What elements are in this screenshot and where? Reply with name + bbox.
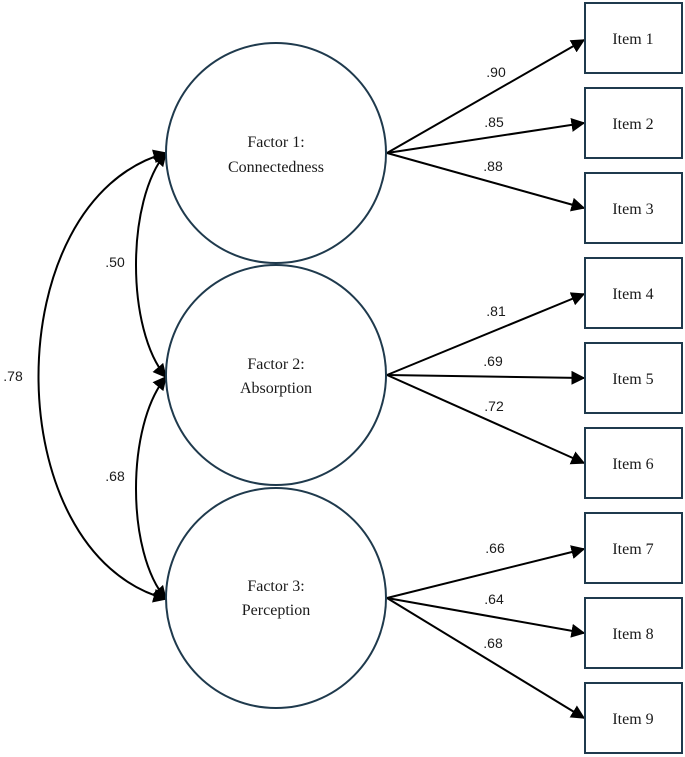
item-3-box [584,172,683,244]
factor-2-title: Factor 2: [247,356,304,373]
item-7-label: Item 7 [612,541,653,558]
factor-1: Factor 1: Connectedness [165,42,387,264]
loading-path-2 [386,117,586,154]
item-6-label: Item 6 [612,456,653,473]
loading-label-6: .72 [484,398,504,414]
factor-2-circle [165,264,387,486]
item-3: Item 3 [584,172,683,244]
loading-label-1: .90 [486,64,506,80]
factor-1-title: Factor 1: [247,134,304,151]
factor-3-circle [165,487,387,709]
item-3-label: Item 3 [612,201,653,218]
factor-2: Factor 2: Absorption [165,264,387,486]
item-boxes: Item 1 Item 2 Item 3 Item 4 Item 5 Item … [584,2,683,754]
factor-1-circle [165,42,387,264]
correlation-label-f2-f3: .68 [105,468,125,484]
loading-labels: .90 .85 .88 .81 .69 .72 .66 .64 .68 [483,64,506,651]
item-9: Item 9 [584,682,683,754]
item-1-box [584,2,683,74]
correlation-labels: .50 .68 .78 [3,254,125,484]
loading-path-3 [386,152,586,212]
item-1-label: Item 1 [612,31,653,48]
item-8: Item 8 [584,597,683,669]
loading-path-8 [386,597,586,638]
item-8-box [584,597,683,669]
item-4-box [584,257,683,329]
factor-3-title: Factor 3: [247,578,304,595]
item-7-box [584,512,683,584]
loading-path-4 [386,292,586,376]
loading-path-6 [386,374,586,465]
item-2-label: Item 2 [612,116,653,133]
factor-3-name: Perception [242,602,310,619]
loading-label-7: .66 [485,540,505,556]
loading-label-8: .64 [484,591,504,607]
correlation-label-f1-f2: .50 [105,254,125,270]
item-6: Item 6 [584,427,683,499]
loading-label-2: .85 [484,114,504,130]
item-9-label: Item 9 [612,711,653,728]
loading-label-4: .81 [486,303,506,319]
loading-path-9 [386,597,586,719]
item-5: Item 5 [584,342,683,414]
factor-1-name: Connectedness [228,159,324,176]
item-6-box [584,427,683,499]
loading-paths [386,39,586,719]
item-4: Item 4 [584,257,683,329]
loading-path-7 [386,545,586,599]
factor-2-name: Absorption [240,380,312,397]
correlation-paths [37,149,168,603]
item-1: Item 1 [584,2,683,74]
item-8-label: Item 8 [612,626,653,643]
item-7: Item 7 [584,512,683,584]
item-2: Item 2 [584,87,683,159]
item-4-label: Item 4 [612,286,653,303]
correlation-path-f1-f3 [37,149,168,603]
item-5-label: Item 5 [612,371,653,388]
loading-label-5: .69 [483,353,503,369]
factor-3: Factor 3: Perception [165,487,387,709]
item-9-box [584,682,683,754]
item-5-box [584,342,683,414]
correlation-path-f1-f2 [135,151,167,379]
loading-label-9: .68 [483,635,503,651]
correlation-label-f1-f3: .78 [3,368,23,384]
loading-path-1 [386,39,586,154]
item-2-box [584,87,683,159]
loading-label-3: .88 [483,158,503,174]
loading-path-5 [386,370,586,385]
correlation-path-f2-f3 [135,375,167,601]
